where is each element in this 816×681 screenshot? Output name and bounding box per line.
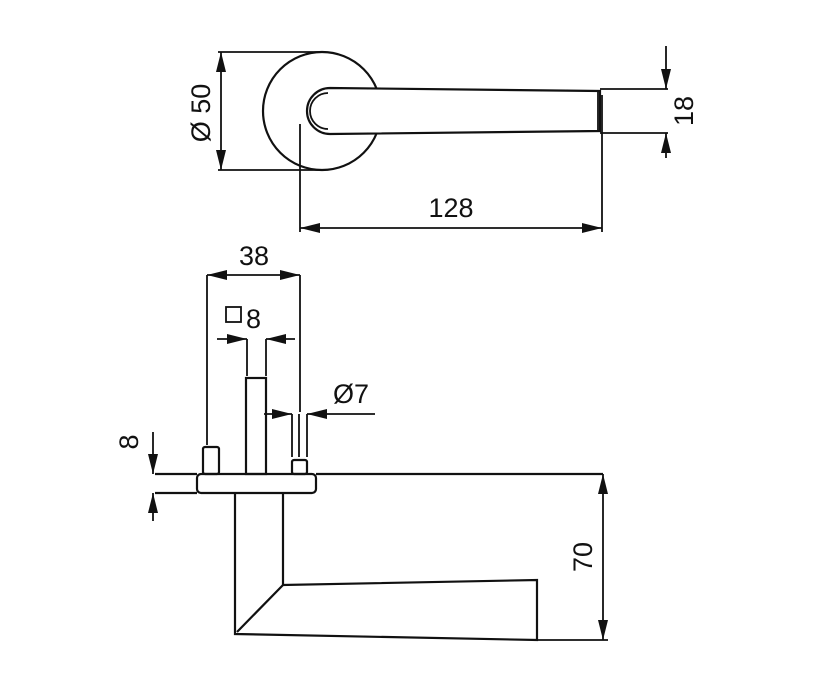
spindle [244, 376, 268, 476]
rosette-diameter-label: Ø 50 [186, 84, 216, 143]
left-pin [201, 445, 221, 476]
handle-height-label: 70 [568, 542, 598, 572]
square-icon [225, 306, 242, 323]
side-view: 38 8 Ø7 8 70 [114, 241, 608, 642]
lever-inner-curve [309, 92, 329, 130]
pin-spacing-label: 38 [239, 241, 269, 271]
lever-thickness-label: 18 [669, 96, 699, 126]
rosette-thickness-label: 8 [114, 434, 144, 449]
top-view: Ø 50 18 128 [186, 46, 699, 233]
lever-outline [305, 86, 602, 136]
handle-edge-line [236, 584, 284, 633]
handle-outline [233, 493, 539, 642]
pin-diameter-label: Ø7 [333, 379, 369, 409]
lever-length-label: 128 [428, 193, 473, 223]
rosette-plate [195, 472, 318, 495]
right-pin [290, 458, 309, 476]
spindle-label: 8 [246, 304, 261, 334]
